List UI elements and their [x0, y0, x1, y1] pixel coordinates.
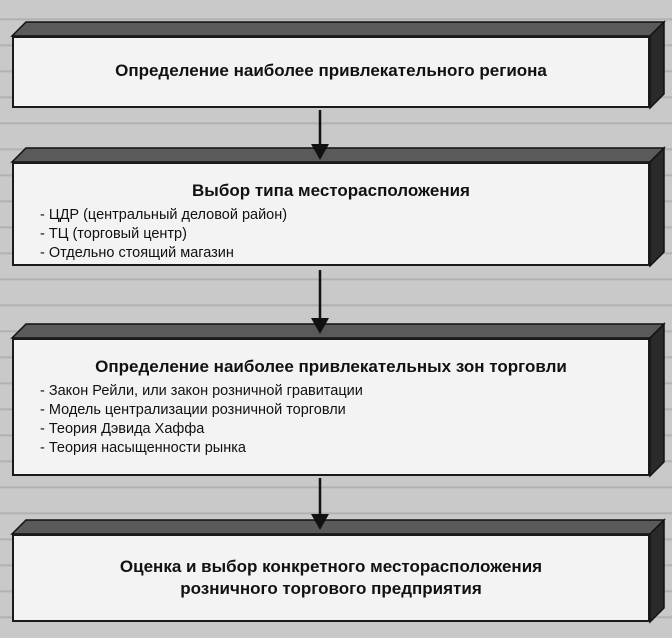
arrow-down-icon — [311, 270, 329, 334]
step-3-item: - Теория Дэвида Хаффа — [40, 421, 205, 437]
step-3-item: - Закон Рейли, или закон розничной грави… — [40, 383, 363, 399]
step-3-box: Определение наиболее привлекательных зон… — [12, 338, 650, 476]
step-2-box: Выбор типа месторасположения - ЦДР (цент… — [12, 162, 650, 266]
box-top-face — [10, 147, 666, 163]
step-1-title: Определение наиболее привлекательного ре… — [115, 61, 547, 80]
step-3-list: - Закон Рейли, или закон розничной грави… — [40, 382, 648, 458]
box-top-face — [10, 323, 666, 339]
box-side-face — [649, 518, 665, 624]
step-2-item: - Отдельно стоящий магазин — [40, 245, 234, 261]
box-side-face — [649, 146, 665, 268]
step-2-title: Выбор типа месторасположения — [192, 181, 470, 200]
step-3-item: - Теория насыщенности рынка — [40, 440, 246, 456]
step-2-list: - ЦДР (центральный деловой район) - ТЦ (… — [40, 206, 648, 263]
arrow-down-icon — [311, 110, 329, 160]
arrow-down-icon — [311, 478, 329, 530]
box-top-face — [10, 519, 666, 535]
box-side-face — [649, 322, 665, 478]
step-3-title: Определение наиболее привлекательных зон… — [95, 357, 567, 376]
step-2-item: - ТЦ (торговый центр) — [40, 226, 187, 242]
step-4-title: Оценка и выбор конкретного месторасполож… — [119, 557, 543, 598]
step-4-box: Оценка и выбор конкретного месторасполож… — [12, 534, 650, 622]
box-top-face — [10, 21, 666, 37]
step-1-box: Определение наиболее привлекательного ре… — [12, 36, 650, 108]
box-side-face — [649, 20, 665, 110]
step-3-item: - Модель централизации розничной торговл… — [40, 402, 346, 418]
step-2-item: - ЦДР (центральный деловой район) — [40, 207, 288, 223]
